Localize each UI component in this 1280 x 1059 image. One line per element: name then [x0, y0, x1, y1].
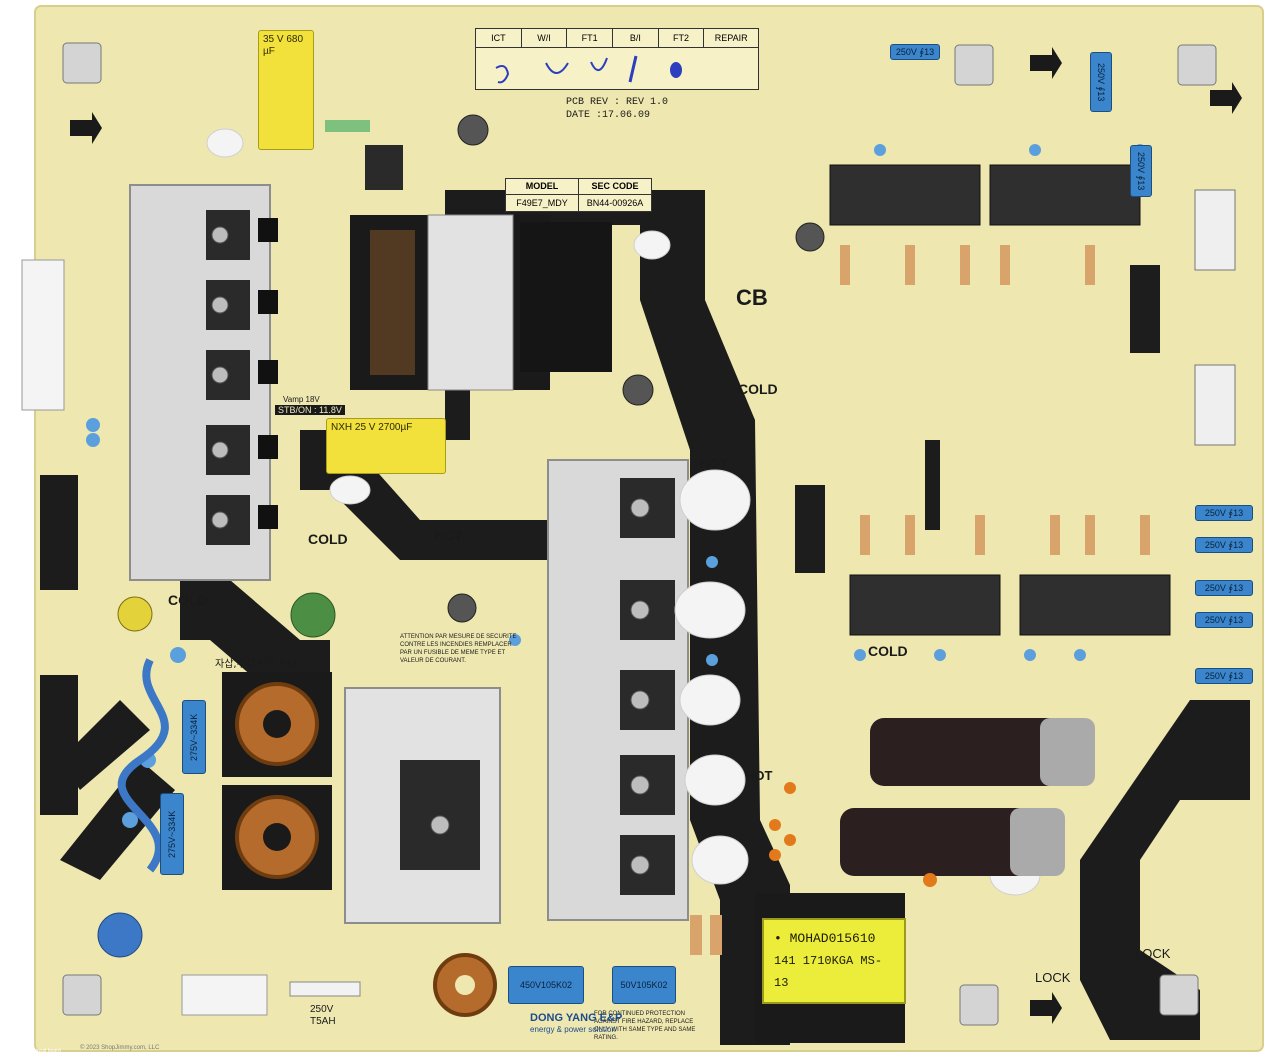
qc-col-ft1: FT1	[567, 29, 614, 47]
attention-text: ATTENTION PAR MESURE DE SECURITE CONTRE …	[400, 634, 517, 664]
transformer-sticker-line1: • MOHAD015610	[774, 931, 876, 946]
varistor	[290, 592, 336, 638]
transformer-sticker: • MOHAD015610 141 1710KGA MS-13	[762, 918, 906, 1004]
choke-2-core	[263, 823, 291, 851]
film-cap-7: 250V ∮13	[1195, 612, 1253, 628]
isolation-trace-small	[925, 440, 940, 530]
isolation-trace-diag-2	[60, 700, 150, 790]
blue-cap-450v: 450V105K02	[508, 966, 584, 1004]
qc-col-bi: B/I	[613, 29, 659, 47]
cold-label-1: COLD	[308, 531, 348, 547]
cold-label-3: COLD	[738, 381, 778, 397]
film-cap-3: 250V ∮13	[1130, 145, 1152, 197]
hot-label-3: HOT	[745, 768, 773, 783]
assembly-arrows	[70, 47, 1242, 1024]
cb-cert-mark: CB	[736, 285, 768, 310]
transformer-sticker-line2: 141 1710KGA MS-13	[774, 954, 883, 990]
fuse-rating-current: T5AH	[310, 1016, 336, 1027]
isolation-trace-right	[1080, 700, 1250, 1040]
caution-text: FOR CONTINUED PROTECTION AGAINST FIRE HA…	[594, 1011, 696, 1041]
subject-caption: Power supply circuit board	[2, 1048, 61, 1054]
cold-label-2: COLD	[168, 592, 208, 608]
connectors	[21, 189, 1236, 1016]
transformer-label-area	[427, 214, 514, 391]
transformer-core	[520, 222, 612, 372]
bridge-cap-1: 275V~334K	[182, 700, 206, 774]
isolation-trace-diag-1	[60, 760, 175, 880]
orange-diodes	[769, 782, 937, 887]
stb-label: STB/ON : 11.8V	[275, 405, 345, 415]
sec-code-value: BN44-00926A	[586, 198, 644, 208]
screws-left	[211, 226, 229, 529]
model-value: F49E7_MDY	[506, 195, 579, 211]
film-cap-8: 250V ∮13	[1195, 668, 1253, 684]
sec-code-header: SEC CODE	[591, 181, 639, 191]
film-cap-1: 250V ∮13	[890, 44, 940, 60]
ic-packages-left	[258, 218, 278, 529]
pcb-rev: PCB REV : REV 1.0	[566, 97, 669, 108]
film-cap-4: 250V ∮13	[1195, 505, 1253, 521]
lock-label-2: LOCK	[1035, 970, 1071, 985]
vamp-label: Vamp 18V	[283, 395, 320, 404]
isolation-trace-left	[180, 580, 330, 700]
film-cap-6: 250V ∮13	[1195, 580, 1253, 596]
qc-marks	[495, 55, 682, 84]
bridge-screw	[430, 815, 450, 835]
manufacturer-tagline: energy & power solution	[530, 1025, 616, 1034]
qc-col-ict: ICT	[476, 29, 522, 47]
bridge-rectifier	[400, 760, 480, 870]
manufacturer-name: DONG YANG E&P	[530, 1012, 623, 1024]
pcb-date: DATE :17.06.09	[566, 110, 651, 121]
film-cap-2: 250V ∮13	[1090, 52, 1112, 112]
x-capacitor-disc	[97, 912, 143, 958]
model-header: MODEL	[506, 179, 579, 194]
resistors	[325, 120, 1150, 955]
bridge-cap-2: 275V~334K	[160, 793, 184, 875]
output-inductors	[829, 164, 1171, 636]
thermal-compound-blobs	[206, 128, 1041, 896]
qc-col-ft2: FT2	[659, 29, 705, 47]
qc-table: ICT W/I FT1 B/I FT2 REPAIR	[475, 28, 759, 90]
mounting-clips	[62, 42, 1217, 1026]
fuse-rating-voltage: 250V	[310, 1004, 334, 1015]
transformer-winding	[370, 230, 415, 375]
lock-label-1: LOCK	[1135, 946, 1171, 961]
qc-col-repair: REPAIR	[714, 33, 748, 43]
film-cap-5: 250V ∮13	[1195, 537, 1253, 553]
qc-col-wi: W/I	[522, 29, 568, 47]
fuse	[289, 981, 361, 997]
yellow-cap-2700uf: NXH 25 V 2700µF	[326, 418, 446, 474]
bulk-capacitors	[840, 718, 1095, 876]
model-table: MODEL SEC CODE F49E7_MDY BN44-00926A	[505, 178, 652, 212]
electrolytic-caps	[117, 114, 1160, 632]
toroid-center	[455, 975, 475, 995]
blue-cap-50v: 50V105K02	[612, 966, 676, 1004]
yellow-cap-680uf: 35 V 680 µF	[258, 30, 314, 150]
hot-label-1: HOT	[435, 528, 463, 543]
screws-center	[630, 498, 650, 875]
hot-label-2: HOT	[700, 456, 728, 471]
cold-label-4: COLD	[868, 643, 908, 659]
korean-note: 자삽,수삽,FT1,FT2	[215, 659, 298, 670]
copyright: © 2023 ShopJimmy.com, LLC	[80, 1045, 160, 1051]
blue-wire	[117, 658, 169, 873]
choke-1-core	[263, 710, 291, 738]
